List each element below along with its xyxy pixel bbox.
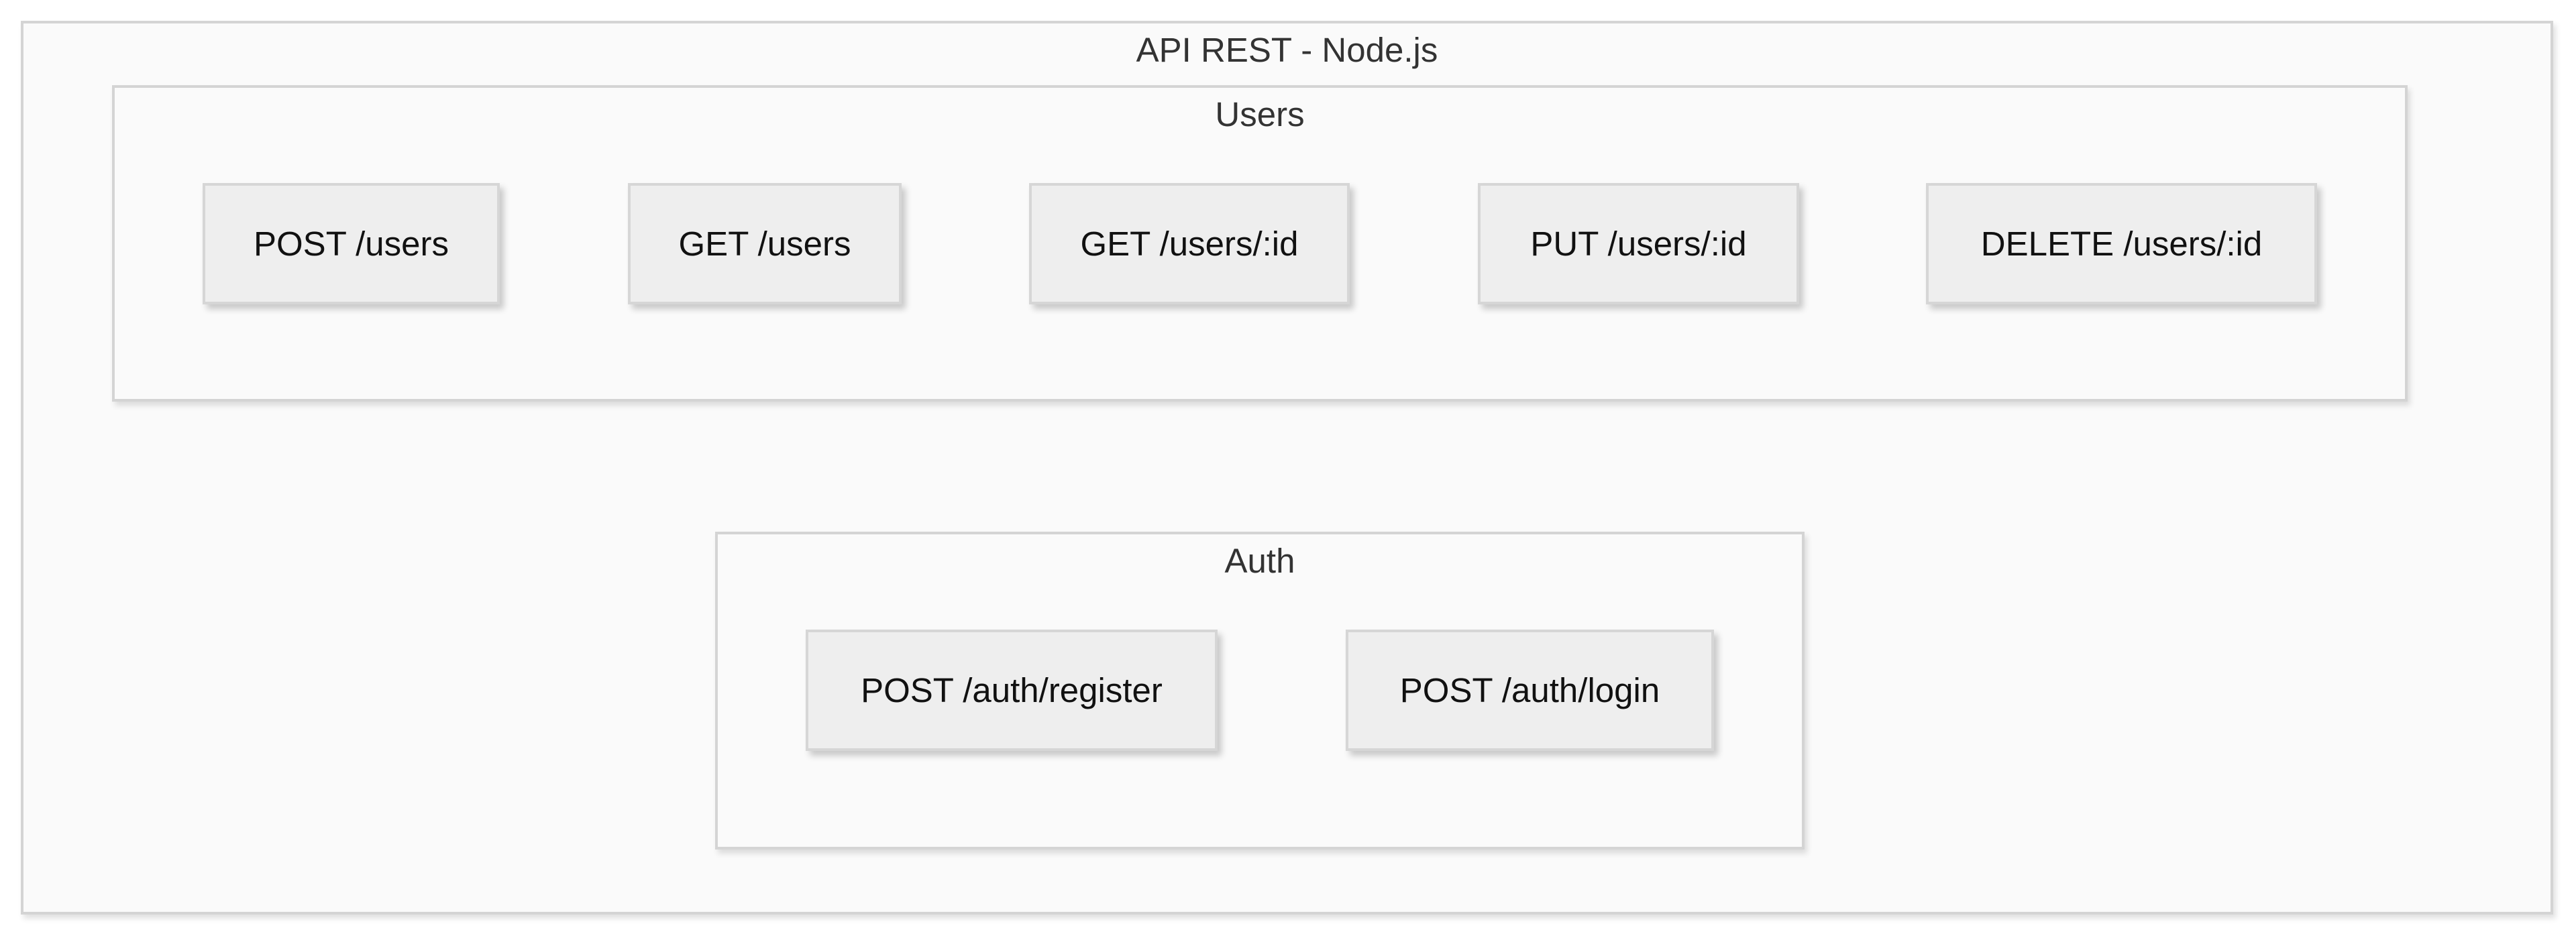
- endpoint-post-auth-login[interactable]: POST /auth/login: [1346, 630, 1714, 751]
- users-cluster-title: Users: [1215, 95, 1305, 133]
- endpoint-post-users[interactable]: POST /users: [203, 183, 500, 304]
- endpoint-get-users[interactable]: GET /users: [628, 183, 902, 304]
- auth-cluster-title: Auth: [1224, 542, 1295, 580]
- endpoint-delete-user-by-id[interactable]: DELETE /users/:id: [1926, 183, 2317, 304]
- endpoint-get-user-by-id[interactable]: GET /users/:id: [1029, 183, 1350, 304]
- endpoint-put-user-by-id[interactable]: PUT /users/:id: [1478, 183, 1799, 304]
- endpoint-post-auth-register[interactable]: POST /auth/register: [806, 630, 1218, 751]
- api-cluster-title: API REST - Node.js: [1136, 31, 1438, 69]
